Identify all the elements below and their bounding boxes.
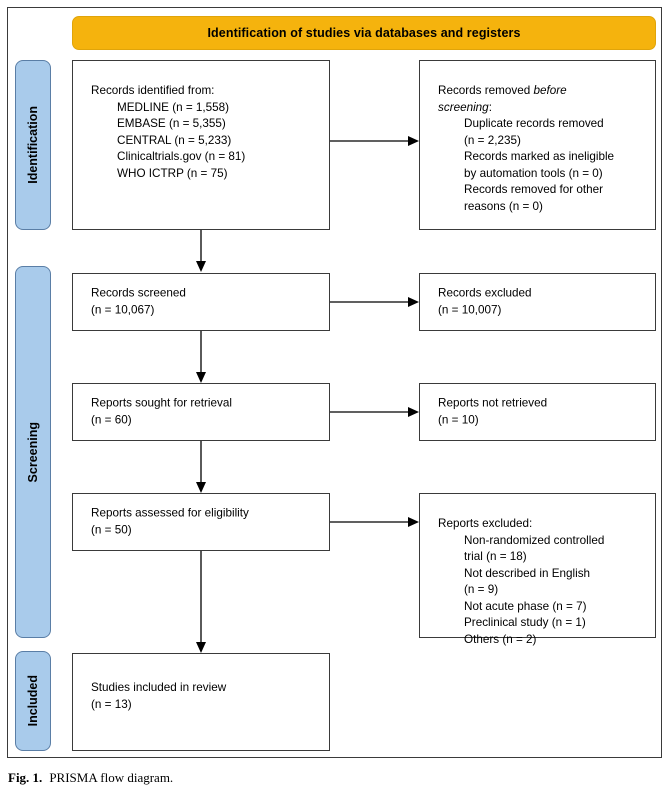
box-records-excluded: Records excluded (n = 10,007) <box>419 273 656 331</box>
phase-block-included: Included <box>15 651 51 751</box>
arrow-assessed-to-included <box>195 551 207 654</box>
studies-included-line2: (n = 13) <box>91 697 132 711</box>
records-identified-item: EMBASE (n = 5,355) <box>117 117 226 130</box>
reports-assessed-line2: (n = 50) <box>91 523 132 536</box>
box-reports-excluded: Reports excluded: Non-randomized control… <box>419 493 656 646</box>
records-removed-title-post: : <box>488 100 492 114</box>
reports-excluded-item: Not described in English <box>464 566 591 580</box>
reports-excluded-item: Preclinical study (n = 1) <box>464 616 586 629</box>
reports-excluded-item: Non-randomized controlled <box>464 533 605 547</box>
records-removed-title-italic2: screening <box>438 100 489 114</box>
arrow-sought-to-assessed <box>195 441 207 494</box>
arrow-sought-to-not-retrieved <box>330 406 420 418</box>
reports-sought-line2: (n = 60) <box>91 413 132 426</box>
records-screened-line1: Records screened <box>91 286 186 300</box>
records-removed-item: Records marked as ineligible <box>464 150 615 163</box>
reports-not-retrieved-line2: (n = 10) <box>438 413 479 426</box>
box-records-removed: Records removed before screening: Duplic… <box>419 60 656 230</box>
figure-caption: Fig. 1. PRISMA flow diagram. <box>8 770 173 786</box>
records-removed-item: Records removed for other <box>464 183 604 196</box>
reports-excluded-item: (n = 9) <box>464 583 499 596</box>
box-reports-sought: Reports sought for retrieval (n = 60) <box>72 383 330 441</box>
records-identified-title: Records identified from: <box>91 84 215 97</box>
phase-block-screening: Screening <box>15 266 51 638</box>
phase-label-identification: Identification <box>26 106 40 184</box>
records-removed-item: by automation tools (n = 0) <box>464 166 603 180</box>
reports-excluded-item: Others (n = 2) <box>464 632 537 646</box>
records-removed-title: Records removed before <box>438 83 647 100</box>
figure-caption-label: Fig. 1. <box>8 770 43 785</box>
arrow-assessed-to-excluded <box>330 516 420 528</box>
records-excluded-line2: (n = 10,007) <box>438 303 502 316</box>
reports-not-retrieved-line1: Reports not retrieved <box>438 396 548 410</box>
arrow-identified-to-screened <box>195 230 207 273</box>
box-studies-included: Studies included in review (n = 13) <box>72 653 330 751</box>
reports-sought-line1: Reports sought for retrieval <box>91 396 232 410</box>
header-banner: Identification of studies via databases … <box>72 16 656 50</box>
figure-caption-text: PRISMA flow diagram. <box>49 770 174 785</box>
box-reports-assessed: Reports assessed for eligibility (n = 50… <box>72 493 330 551</box>
reports-assessed-line1: Reports assessed for eligibility <box>91 506 249 520</box>
header-title: Identification of studies via databases … <box>207 26 521 40</box>
records-screened-line2: (n = 10,067) <box>91 303 155 316</box>
records-removed-item: Duplicate records removed <box>464 117 604 130</box>
phase-label-screening: Screening <box>26 421 40 483</box>
records-removed-title-italic: before <box>533 84 567 97</box>
records-identified-item: CENTRAL (n = 5,233) <box>117 133 232 147</box>
arrow-identified-to-removed <box>330 135 420 147</box>
studies-included-line1: Studies included in review <box>91 681 227 694</box>
reports-excluded-title: Reports excluded: <box>438 517 533 530</box>
records-removed-item: (n = 2,235) <box>464 133 521 147</box>
box-records-identified: Records identified from: MEDLINE (n = 1,… <box>72 60 330 230</box>
records-removed-item: reasons (n = 0) <box>464 199 543 213</box>
arrow-screened-to-excluded <box>330 296 420 308</box>
records-removed-title-pre: Records removed <box>438 84 534 97</box>
records-excluded-line1: Records excluded <box>438 286 532 300</box>
reports-excluded-item: Not acute phase (n = 7) <box>464 599 587 613</box>
phase-block-identification: Identification <box>15 60 51 230</box>
records-identified-item: MEDLINE (n = 1,558) <box>117 100 230 114</box>
reports-excluded-item: trial (n = 18) <box>464 550 527 563</box>
records-identified-item: WHO ICTRP (n = 75) <box>117 166 228 180</box>
arrow-screened-to-sought <box>195 331 207 384</box>
box-reports-not-retrieved: Reports not retrieved (n = 10) <box>419 383 656 441</box>
figure-frame: Identification of studies via databases … <box>7 7 662 758</box>
records-identified-item: Clinicaltrials.gov (n = 81) <box>117 150 246 163</box>
phase-label-included: Included <box>26 675 40 727</box>
records-removed-title-line2: screening: <box>438 100 647 117</box>
box-records-screened: Records screened (n = 10,067) <box>72 273 330 331</box>
